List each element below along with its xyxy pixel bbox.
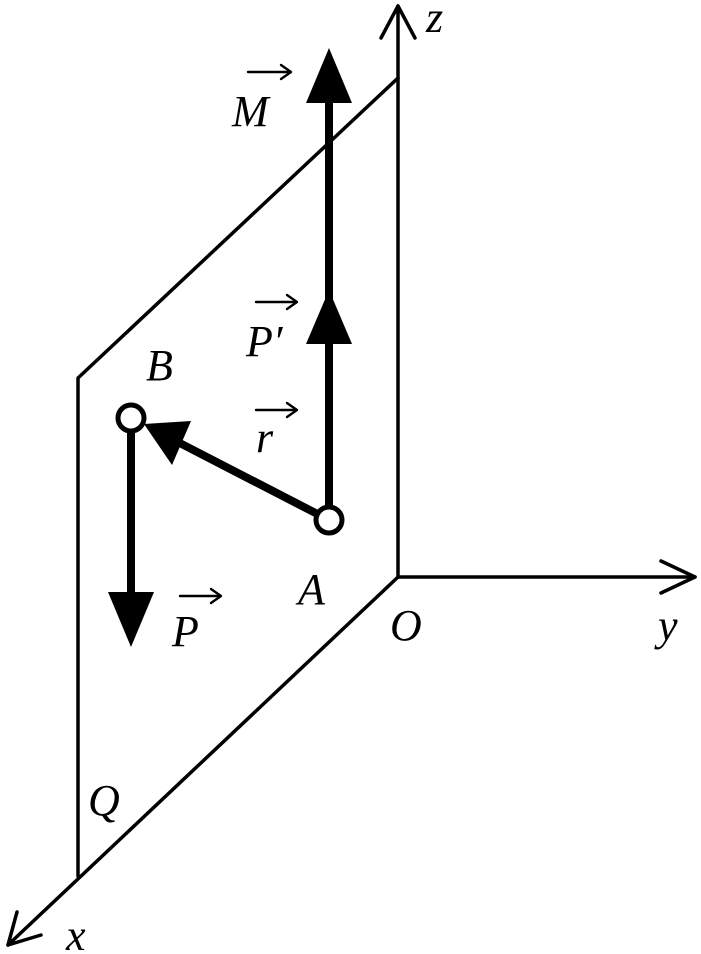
point-a-label: A xyxy=(295,565,326,614)
point-a-marker xyxy=(313,504,345,536)
vector-p-label: P xyxy=(171,607,199,656)
vector-p-overarrow xyxy=(178,587,223,605)
vector-r-arrow xyxy=(144,421,331,524)
point-b-marker xyxy=(115,402,147,434)
y-axis-label: y xyxy=(654,601,678,650)
vector-p-prime-overarrow xyxy=(254,293,299,311)
y-axis xyxy=(396,559,697,595)
vector-m-overarrow xyxy=(246,63,293,81)
plane-q-outline xyxy=(76,76,400,878)
z-axis xyxy=(379,4,417,579)
vector-p-prime-arrowhead xyxy=(306,290,352,344)
vector-m-label: M xyxy=(231,87,271,136)
vector-p-prime-label: P′ xyxy=(245,317,284,366)
origin-label: O xyxy=(390,601,422,650)
vector-p-arrow xyxy=(108,418,154,647)
x-axis xyxy=(6,575,400,947)
vector-m-arrow xyxy=(306,48,352,520)
x-axis-label: x xyxy=(65,911,86,954)
z-axis-label: z xyxy=(425,0,443,42)
vector-r-overarrow xyxy=(254,401,299,419)
point-b-label: B xyxy=(146,341,173,390)
plane-q-label: Q xyxy=(88,776,120,825)
vector-r-label: r xyxy=(256,413,274,462)
